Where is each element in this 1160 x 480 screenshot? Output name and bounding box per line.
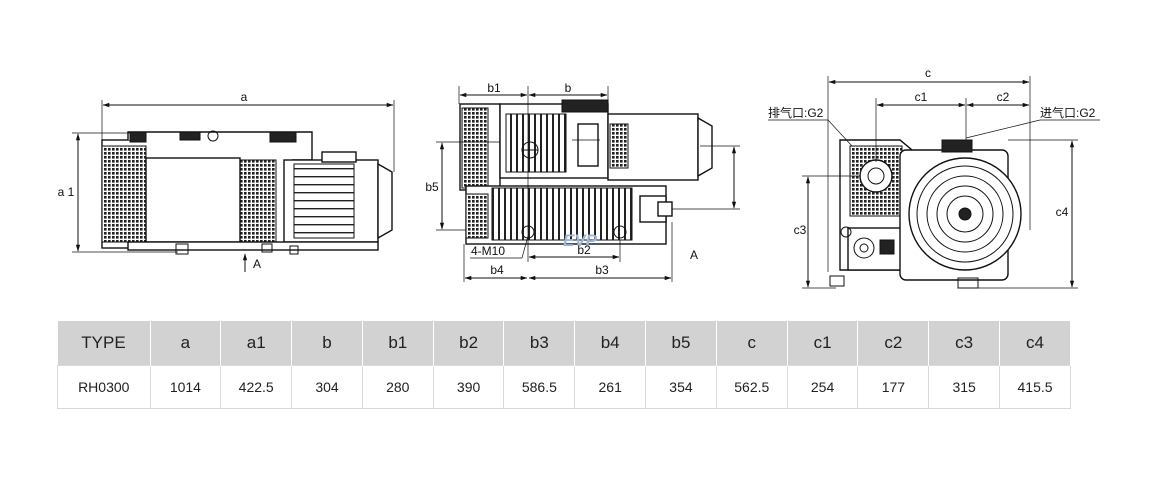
front-view: c c1 c2 排气口:G2 进气口:G2 c3 c4 xyxy=(768,66,1100,289)
side-fin-block-left xyxy=(101,145,147,243)
front-callout-exhaust: 排气口:G2 xyxy=(768,105,824,120)
top-dim-b4: b4 xyxy=(490,263,504,277)
spec-header-b3: b3 xyxy=(503,321,576,366)
spec-header-c4: c4 xyxy=(999,321,1071,366)
top-dim-b2: b2 xyxy=(577,243,591,257)
front-dim-c4: c4 xyxy=(1056,205,1069,219)
spec-cell-b1: 280 xyxy=(361,365,434,409)
front-dim-c1: c1 xyxy=(915,90,928,104)
spec-cell-b5: 354 xyxy=(645,365,717,409)
spec-cell-c2: 177 xyxy=(857,365,930,409)
spec-cell-c1: 254 xyxy=(786,365,859,409)
spec-cell-c: 562.5 xyxy=(715,365,788,409)
spec-header-b5: b5 xyxy=(645,321,717,366)
side-fin-block-right xyxy=(239,159,277,247)
spec-cell-type: RH0300 xyxy=(57,365,151,409)
spec-cell-c3: 315 xyxy=(928,365,1001,409)
spec-table: TYPE a a1 b b1 b2 b3 b4 b5 c c1 c2 c3 c4… xyxy=(57,321,1071,409)
top-dim-b5: b5 xyxy=(425,180,439,194)
spec-header-a1: a1 xyxy=(220,321,293,366)
spec-cell-c4: 415.5 xyxy=(999,365,1071,409)
front-dim-c3: c3 xyxy=(794,223,807,237)
top-view: EVP b1 b b5 b2 4-M10 b4 b3 A xyxy=(425,81,740,282)
top-section-a: A xyxy=(690,248,698,262)
spec-header-b: b xyxy=(291,321,363,366)
front-callout-intake: 进气口:G2 xyxy=(1040,105,1096,120)
top-dim-b1: b1 xyxy=(487,81,501,95)
spec-cell-a1: 422.5 xyxy=(220,365,293,409)
spec-header-type: TYPE xyxy=(57,321,151,366)
side-dim-a1: a 1 xyxy=(58,185,75,199)
spec-header-b4: b4 xyxy=(574,321,647,366)
top-view-fins xyxy=(491,187,633,241)
top-dim-b: b xyxy=(565,81,572,95)
spec-table-header-row: TYPE a a1 b b1 b2 b3 b4 b5 c c1 c2 c3 c4 xyxy=(57,321,1071,366)
side-section-a: A xyxy=(253,257,261,271)
side-dim-a: a xyxy=(241,90,248,104)
dimension-drawings: a a 1 A EVP xyxy=(58,66,1100,289)
side-motor-fins xyxy=(293,163,355,239)
spec-header-c: c xyxy=(716,321,788,366)
spec-cell-b: 304 xyxy=(291,365,363,409)
spec-cell-a: 1014 xyxy=(149,365,222,409)
spec-header-a: a xyxy=(150,321,222,366)
table-row: RH0300 1014 422.5 304 280 390 586.5 261 … xyxy=(57,365,1071,409)
front-dim-c2: c2 xyxy=(997,90,1010,104)
spec-cell-b4: 261 xyxy=(574,365,647,409)
spec-header-c3: c3 xyxy=(928,321,1001,366)
spec-cell-b3: 586.5 xyxy=(503,365,576,409)
front-dim-c: c xyxy=(925,66,931,80)
spec-header-b2: b2 xyxy=(433,321,505,366)
spec-header-b1: b1 xyxy=(362,321,434,366)
top-dim-b3: b3 xyxy=(595,263,609,277)
spec-header-c2: c2 xyxy=(857,321,930,366)
spec-header-c1: c1 xyxy=(787,321,859,366)
top-callout-4-m10: 4-M10 xyxy=(471,244,505,258)
watermark-logo: EVP xyxy=(563,231,598,250)
spec-cell-b2: 390 xyxy=(432,365,505,409)
side-view: a a 1 A xyxy=(58,90,395,272)
